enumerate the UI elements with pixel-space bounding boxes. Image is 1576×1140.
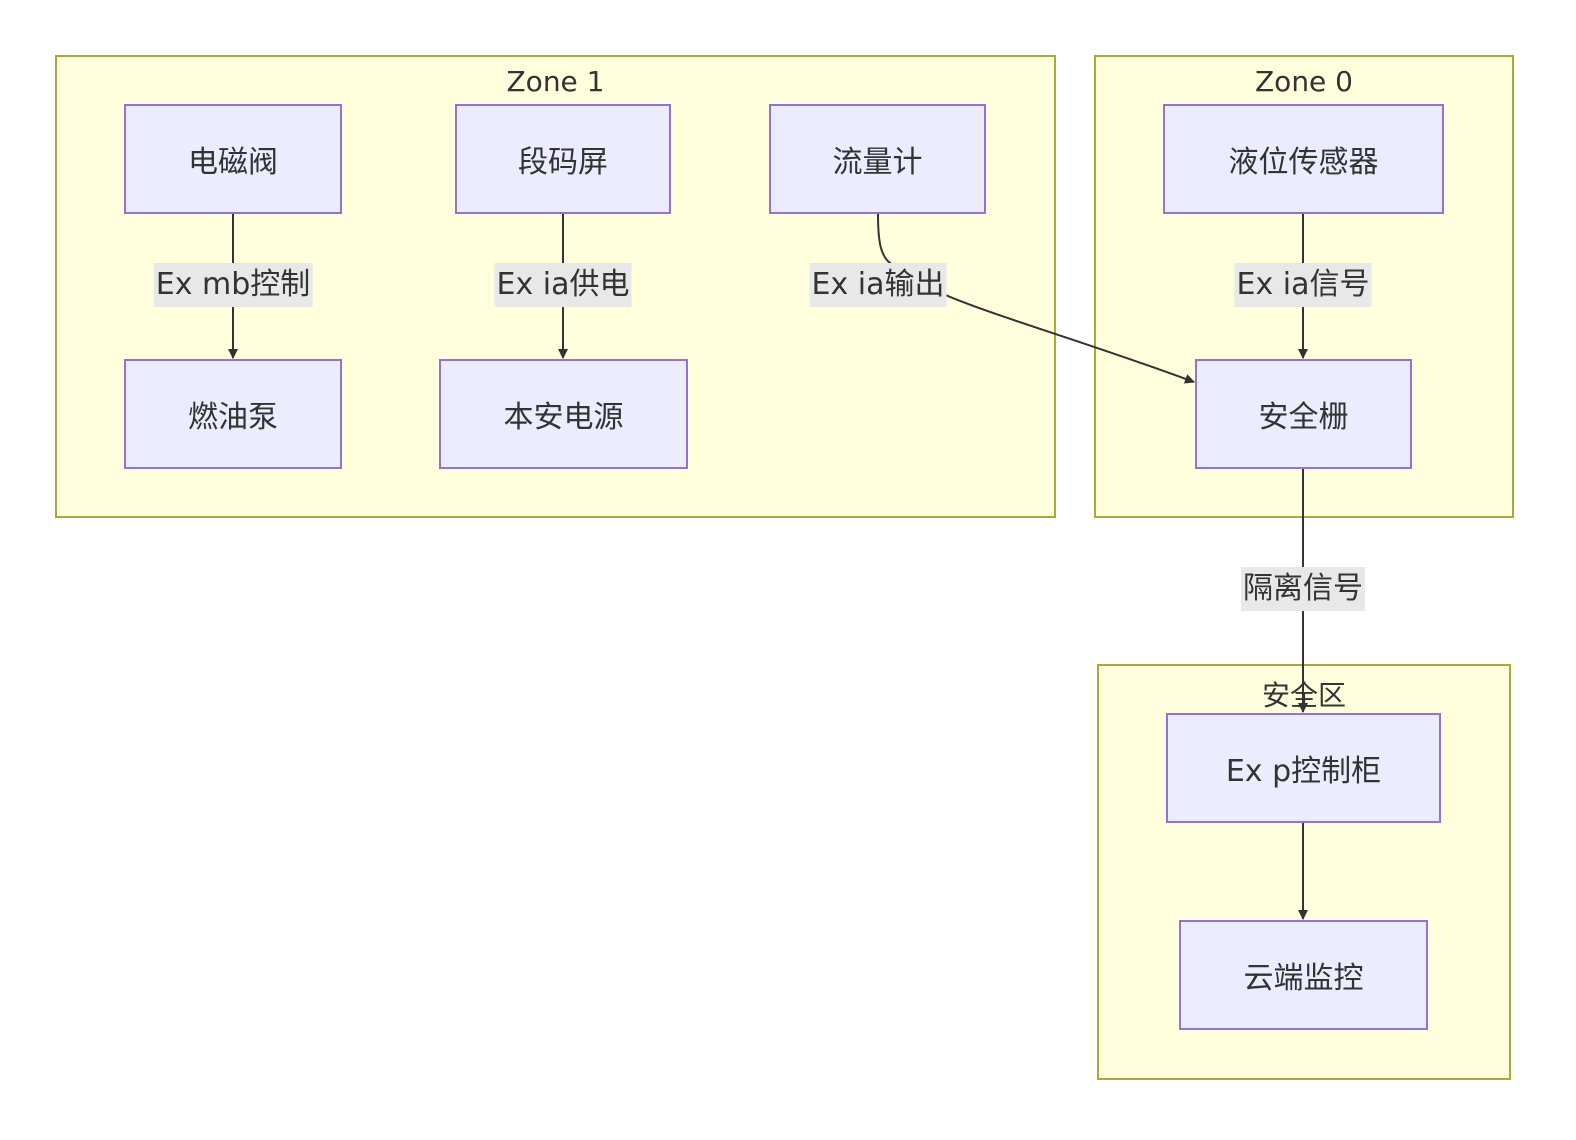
edge-label-valve-to-pump: Ex mb控制: [153, 263, 313, 307]
edge-label-flow-to-barrier: Ex ia输出: [809, 263, 947, 307]
node-fuel-pump: 燃油泵: [124, 359, 342, 469]
cluster-title-zone-0: Zone 0: [1255, 65, 1353, 98]
node-exp-control-cabinet: Ex p控制柜: [1166, 713, 1441, 823]
node-cloud-monitor: 云端监控: [1179, 920, 1428, 1030]
node-flow-meter: 流量计: [769, 104, 986, 214]
cluster-title-zone-1: Zone 1: [506, 65, 605, 98]
node-segment-display: 段码屏: [455, 104, 671, 214]
node-is-power-supply: 本安电源: [439, 359, 688, 469]
node-safety-barrier: 安全栅: [1195, 359, 1412, 469]
edge-label-level-to-barrier: Ex ia信号: [1234, 263, 1372, 307]
node-solenoid-valve: 电磁阀: [124, 104, 342, 214]
edge-label-barrier-to-cabinet: 隔离信号: [1241, 567, 1365, 611]
node-level-sensor: 液位传感器: [1163, 104, 1444, 214]
edge-label-display-to-power: Ex ia供电: [494, 263, 632, 307]
